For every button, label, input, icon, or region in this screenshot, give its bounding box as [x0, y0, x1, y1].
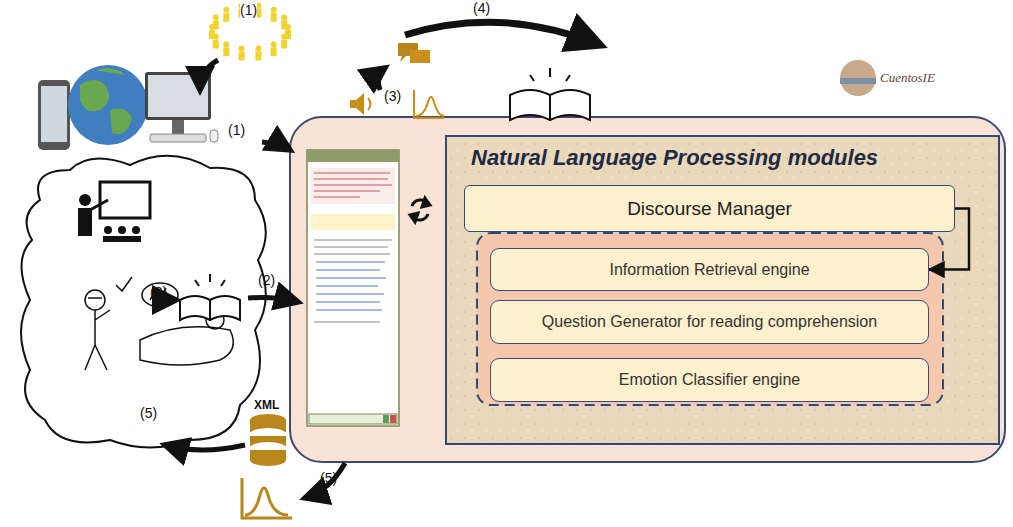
arrow [262, 142, 290, 150]
people-circle [209, 3, 291, 61]
module-panel: Natural Language Processing modulesDisco… [445, 135, 1000, 445]
book-icon [510, 68, 590, 120]
callout-number: (1) [228, 122, 245, 138]
callout-number: (2) [258, 272, 275, 288]
refresh-icon [410, 198, 430, 222]
callout-number: (1) [240, 2, 257, 18]
therapy-drawing [44, 250, 254, 380]
chat-icon [398, 43, 430, 63]
devices-icon [38, 65, 218, 150]
box-label: Question Generator for reading comprehen… [534, 311, 885, 333]
box-label: Emotion Classifier engine [611, 369, 808, 391]
callout-number: (2) [150, 284, 167, 300]
system-panel [290, 117, 1005, 462]
arrow [200, 60, 218, 90]
chat-screenshot [307, 150, 399, 426]
teacher-icon [78, 182, 150, 242]
nlp-panel-ground [445, 135, 1000, 445]
book-icon [180, 274, 240, 320]
module-box: Discourse Manager [464, 185, 955, 232]
panel-title: Natural Language Processing modules [471, 145, 998, 171]
callout-number: (3) [384, 88, 401, 104]
engine-group [477, 233, 943, 405]
callout-number: (5) [140, 405, 157, 421]
arrow [305, 463, 345, 498]
module-box: Information Retrieval engine [490, 248, 929, 291]
box-label: Information Retrieval engine [601, 259, 817, 281]
callout-number: (4) [473, 0, 490, 16]
box-label: Discourse Manager [619, 196, 800, 222]
arrow [378, 68, 385, 90]
bell-curve-icon [242, 478, 292, 518]
database-icon [250, 414, 286, 466]
bell-curve-icon [414, 90, 444, 118]
module-box: Question Generator for reading comprehen… [490, 300, 929, 344]
callout-number: (5) [320, 470, 337, 486]
arrow [248, 298, 298, 303]
cloud [21, 156, 266, 448]
logo [840, 60, 876, 96]
arrow [405, 22, 600, 45]
module-box: Emotion Classifier engine [490, 358, 929, 402]
speaker-icon [350, 93, 371, 115]
arrow [165, 445, 245, 450]
format-label: XML [254, 398, 279, 412]
logo-text: CuentosIE [880, 70, 935, 86]
